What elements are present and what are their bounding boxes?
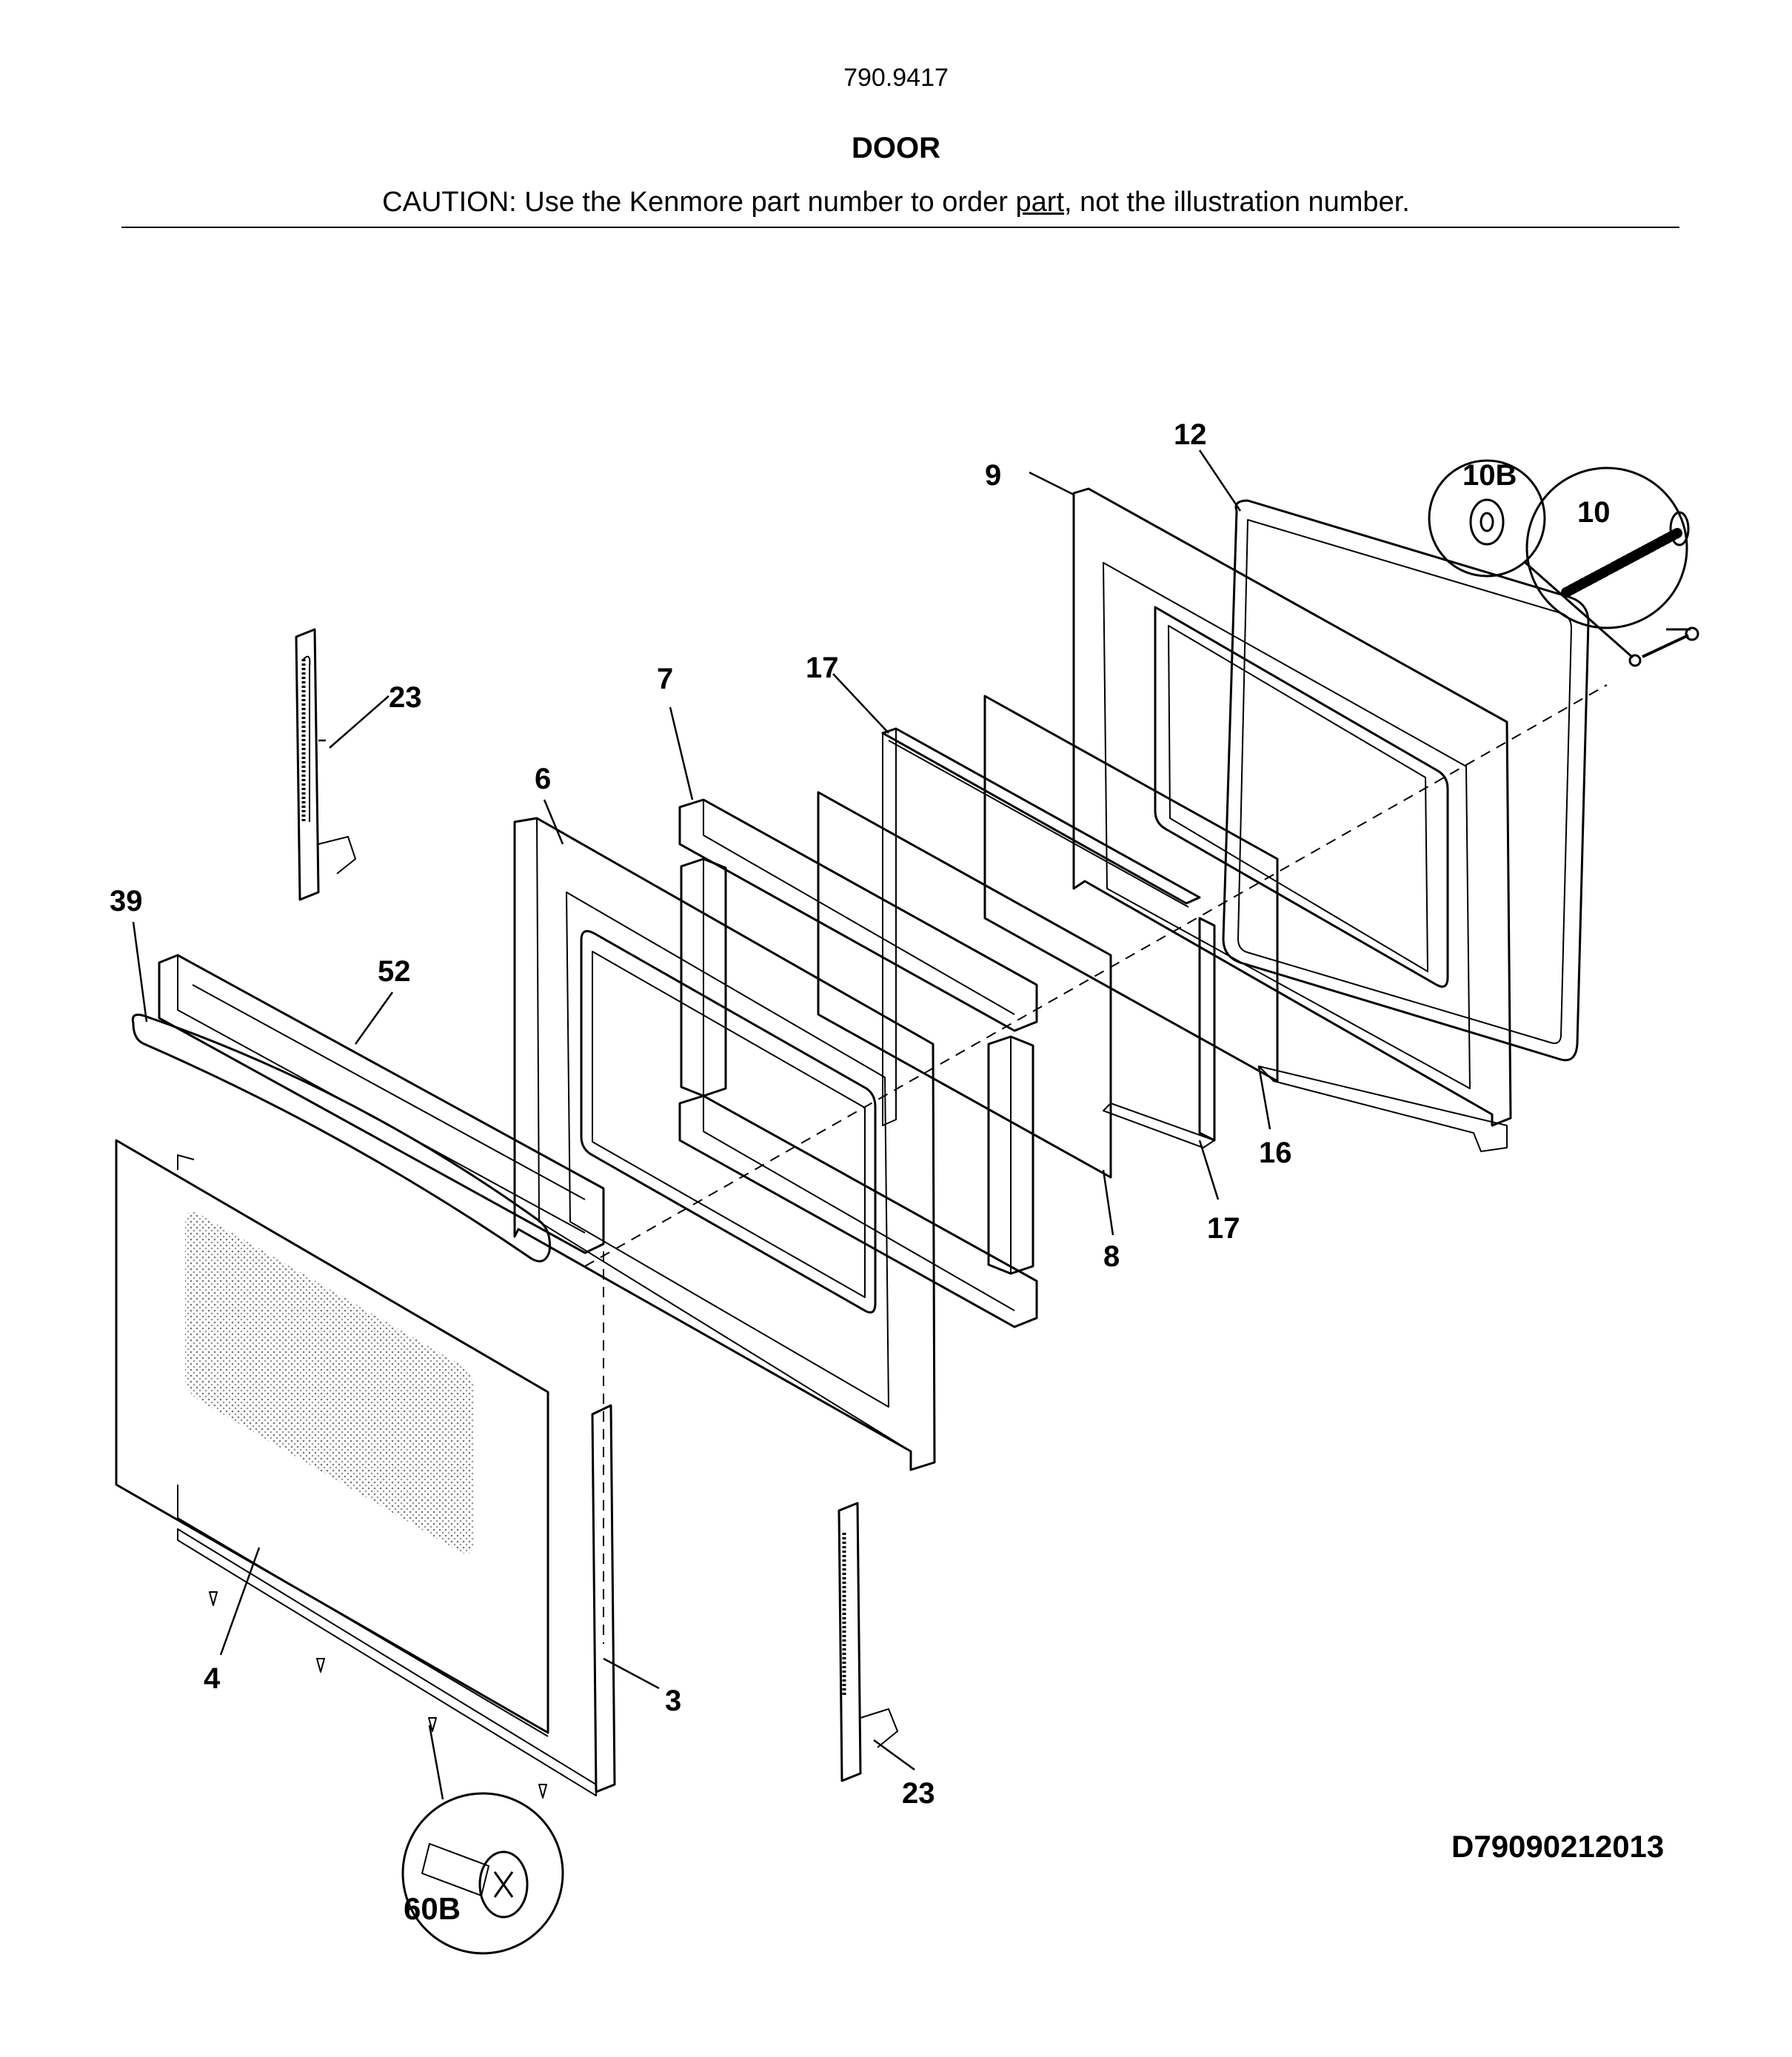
screws: [209, 1591, 547, 1799]
callout-17-bottom: 17: [1207, 1212, 1240, 1245]
callout-9: 9: [985, 459, 1001, 492]
insulation-left: [680, 857, 727, 1097]
door-frame: [513, 817, 936, 1471]
insulation-bottom: [678, 1094, 1038, 1328]
model-number: 790.9417: [843, 64, 949, 92]
glass-retainer-top: [881, 727, 1201, 1126]
handle-bracket: [158, 954, 605, 1254]
inner-door-liner: [1072, 487, 1512, 1152]
callout-12: 12: [1174, 418, 1207, 451]
outer-door-panel: [115, 1139, 549, 1737]
insulation-right: [987, 1035, 1034, 1275]
caution-part-link[interactable]: part: [1015, 187, 1064, 218]
callout-4: 4: [204, 1662, 221, 1695]
callout-60b: 60B: [404, 1891, 461, 1926]
callout-52: 52: [378, 955, 411, 988]
hinge-bottom: [838, 1502, 898, 1782]
glass-retainer-bottom: [1103, 917, 1216, 1148]
page-title: DOOR: [852, 132, 940, 164]
callout-6: 6: [535, 763, 551, 795]
diagram-code: D79090212013: [1451, 1829, 1665, 1864]
middle-glass: [817, 791, 1112, 1179]
bolt-and-washer: [1628, 626, 1699, 667]
caution-text-start: CAUTION: Use the Kenmore part number to …: [382, 187, 1016, 218]
hinge-top: [295, 628, 356, 901]
callout-10b: 10B: [1462, 459, 1517, 492]
header-divider: [121, 227, 1679, 228]
caution-text-end: , not the illustration number.: [1064, 187, 1410, 218]
callout-8: 8: [1103, 1240, 1120, 1273]
callout-7: 7: [657, 663, 673, 695]
assembly-axis-line: [584, 684, 1608, 1267]
callout-23-bottom: 23: [902, 1777, 935, 1810]
callout-23-top: 23: [389, 681, 422, 714]
caution-note: CAUTION: Use the Kenmore part number to …: [0, 187, 1792, 218]
callout-17-top: 17: [806, 652, 839, 684]
detail-circle-10: [1525, 466, 1691, 631]
insulation-top: [678, 798, 1038, 1032]
leader-lines: [132, 449, 1271, 1800]
detail-circle-60b: [401, 1792, 564, 1955]
door-handle: [131, 1013, 551, 1262]
bottom-trim: [177, 1404, 616, 1796]
callout-10: 10: [1577, 496, 1611, 529]
callout-39: 39: [110, 885, 143, 917]
detail-circle-10b: [1428, 459, 1634, 659]
inner-glass: [983, 695, 1279, 1083]
callout-3: 3: [665, 1685, 681, 1717]
callout-16: 16: [1259, 1137, 1292, 1169]
